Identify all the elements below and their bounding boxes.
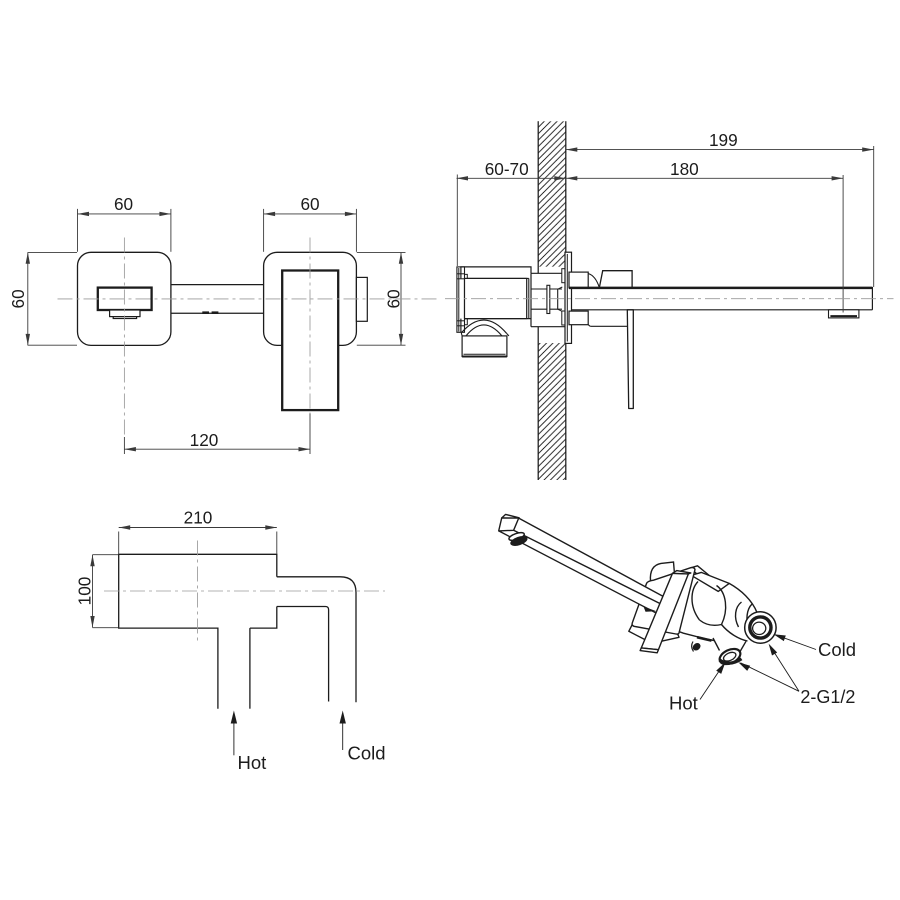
svg-text:180: 180 (670, 159, 699, 179)
svg-text:120: 120 (190, 430, 219, 450)
svg-text:2-G1/2: 2-G1/2 (800, 687, 855, 707)
svg-text:60-70: 60-70 (485, 159, 529, 179)
svg-text:100: 100 (75, 577, 95, 606)
svg-text:60: 60 (383, 289, 403, 308)
svg-text:Cold: Cold (818, 639, 856, 660)
svg-text:60: 60 (300, 194, 319, 214)
svg-text:Cold: Cold (348, 743, 386, 764)
svg-text:Hot: Hot (669, 693, 698, 714)
svg-text:60: 60 (114, 194, 133, 214)
svg-text:60: 60 (8, 289, 28, 308)
svg-text:199: 199 (709, 130, 738, 150)
svg-text:210: 210 (184, 508, 213, 528)
svg-text:Hot: Hot (238, 752, 267, 773)
